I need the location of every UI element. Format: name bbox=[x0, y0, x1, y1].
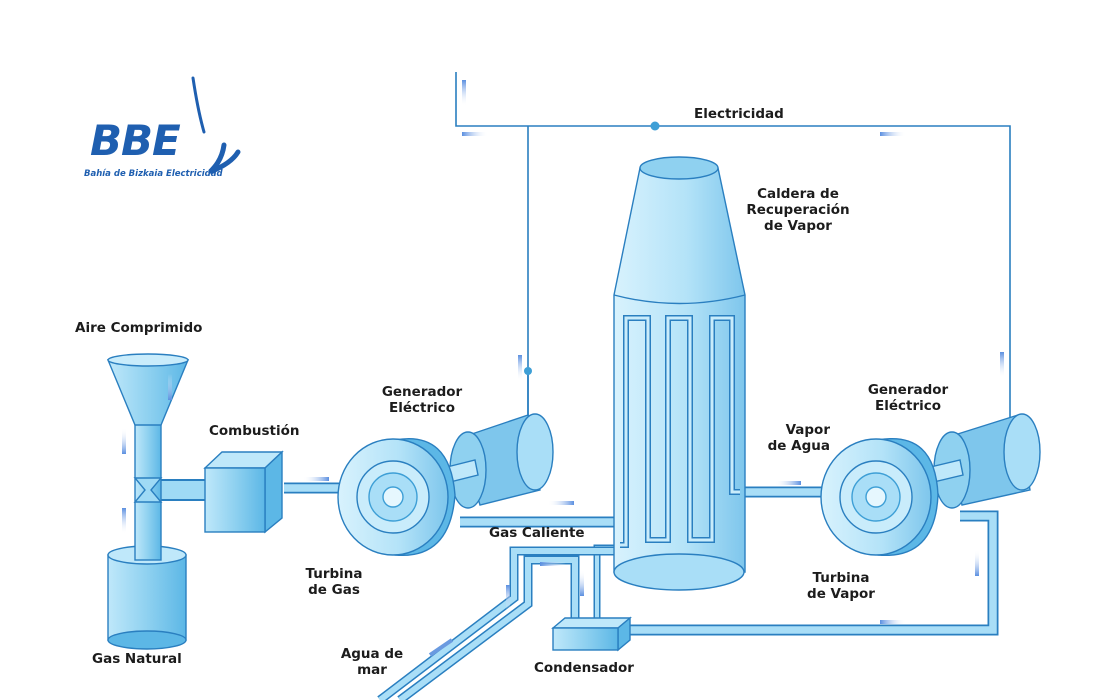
logo-graphic bbox=[191, 76, 241, 175]
label-condenser: Condensador bbox=[534, 660, 634, 676]
label-natural-gas: Gas Natural bbox=[92, 651, 182, 667]
bbe-logo: BBE Bahía de Bizkaia Electricidad bbox=[82, 76, 252, 186]
steam-turbine-unit bbox=[820, 413, 1041, 557]
logo-title: BBE bbox=[90, 116, 181, 165]
label-steam-turbine: Turbina de Vapor bbox=[807, 570, 875, 602]
label-gas-turbine: Turbina de Gas bbox=[305, 566, 363, 598]
condenser-unit bbox=[551, 616, 632, 652]
label-steam: Vapor de Agua bbox=[767, 422, 830, 454]
electricity-junction bbox=[650, 121, 660, 131]
flow-arrows bbox=[122, 80, 1004, 657]
wire-junction bbox=[524, 367, 532, 375]
label-sea-water: Agua de mar bbox=[340, 646, 404, 678]
recovery-boiler bbox=[613, 156, 746, 591]
label-boiler: Caldera de Recuperación de Vapor bbox=[746, 186, 850, 234]
label-generator-left: Generador Eléctrico bbox=[381, 384, 463, 416]
combustion-chamber bbox=[203, 450, 284, 534]
logo-subtitle: Bahía de Bizkaia Electricidad bbox=[84, 169, 223, 179]
gas-intake bbox=[106, 353, 190, 650]
label-generator-right: Generador Eléctrico bbox=[867, 382, 949, 414]
label-compressed-air: Aire Comprimido bbox=[75, 320, 203, 336]
label-combustion: Combustión bbox=[209, 423, 300, 439]
gas-turbine-unit bbox=[337, 413, 554, 557]
label-hot-gas: Gas Caliente bbox=[489, 525, 585, 541]
label-electricity: Electricidad bbox=[694, 106, 784, 122]
